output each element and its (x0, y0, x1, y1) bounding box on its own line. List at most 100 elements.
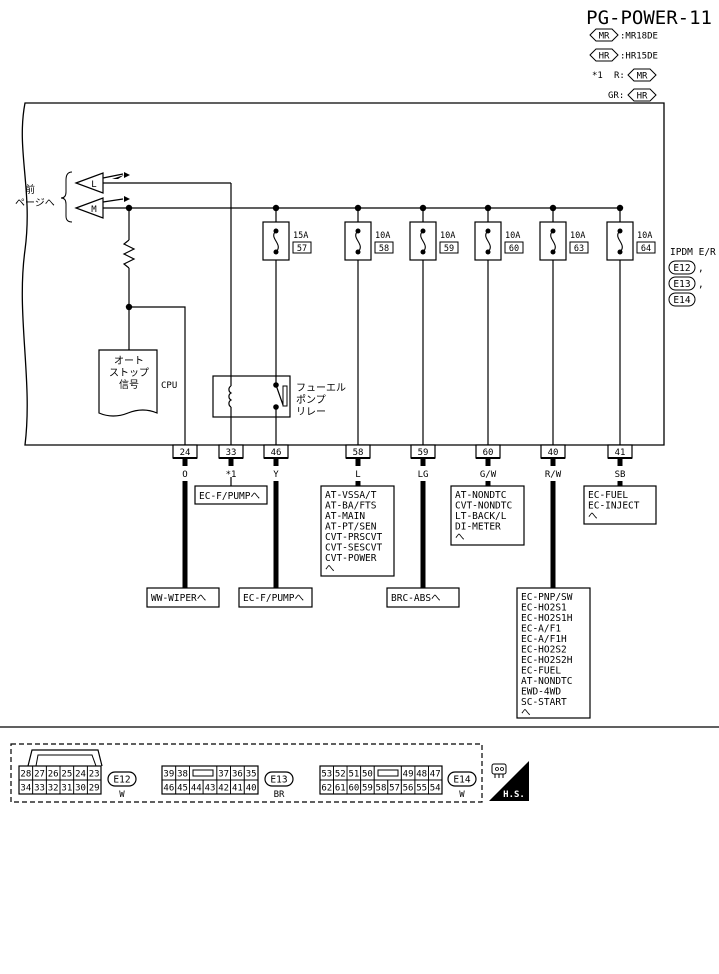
auto-stop-line-1: オート (114, 355, 144, 367)
cavity-33: 33 (34, 784, 45, 794)
e13-name: E13 (270, 775, 287, 786)
auto-stop-box (98, 349, 158, 417)
wire-color-59: LG (418, 470, 429, 480)
cavity-61: 61 (335, 784, 346, 794)
list-rw-item-1: EC-HO2S1 (521, 603, 567, 614)
legend-star1-code: R: (614, 71, 625, 81)
feed-m-triangle (74, 197, 104, 219)
cavity-60: 60 (348, 784, 359, 794)
fuse-num-64: 64 (641, 244, 651, 254)
list-rw-item-2: EC-HO2S1H (521, 613, 573, 624)
cavity-39: 39 (163, 770, 174, 780)
cavity-52: 52 (335, 770, 346, 780)
pin-num-41: 41 (615, 448, 626, 458)
pin-24: 24O (172, 444, 198, 588)
e12-color: W (119, 790, 125, 800)
list-rw-item-3: EC-A/F1 (521, 624, 561, 635)
ref-list-l: AT-VSSA/TAT-BA/FTSAT-MAINAT-PT/SENCVT-PR… (325, 490, 382, 575)
fuse-num-60: 60 (509, 244, 519, 254)
list-rw-item-10: SC-START (521, 697, 567, 708)
badge-e12: E12 (673, 263, 690, 274)
legend-mr: MR :MR18DE (589, 28, 658, 42)
legend-hr: HR :HR15DE (589, 48, 658, 62)
legend-gr-tag: HR (637, 92, 648, 102)
ref-ecfpump-bottom-box (238, 587, 313, 608)
relay-line-2: ポンプ (296, 394, 326, 406)
auto-stop-line-3: 信号 (119, 379, 139, 391)
legend-gr-code: GR: (608, 91, 624, 101)
e13-color: BR (274, 790, 285, 800)
cavity-50: 50 (362, 770, 373, 780)
feed-l-arrow (112, 175, 124, 179)
relay-coil (228, 385, 233, 408)
cavity-27: 27 (34, 770, 45, 780)
cavity-31: 31 (61, 784, 72, 794)
resistor (122, 239, 136, 269)
wire-color-58: L (355, 470, 360, 480)
module-name: IPDM E/R (670, 247, 716, 258)
wire-color-33: *1 (226, 470, 237, 480)
page-title: PG-POWER-11 (586, 7, 712, 29)
prev-page-line-1: 前 (25, 183, 35, 196)
cavity-38: 38 (177, 770, 188, 780)
list-sb-item-1: EC-INJECT (588, 501, 640, 512)
cavity-55: 55 (416, 784, 427, 794)
wire-color-60: G/W (480, 470, 497, 480)
pin-num-58: 58 (353, 448, 364, 458)
ref-list-sb-box (583, 485, 657, 525)
list-sb-item-0: EC-FUEL (588, 490, 628, 501)
legend-star1-prefix: *1 (592, 71, 603, 81)
cavity-23: 23 (89, 770, 100, 780)
feed-m-label: M (91, 205, 97, 215)
pin-num-59: 59 (418, 448, 429, 458)
connector-faces-frame (10, 743, 483, 803)
wire-color-40: R/W (545, 470, 562, 480)
legend-mr-text: :MR18DE (620, 32, 658, 42)
pin-num-40: 40 (548, 448, 559, 458)
cavity-41: 41 (232, 784, 243, 794)
list-rw-item-7: EC-FUEL (521, 666, 561, 677)
cavity-56: 56 (403, 784, 414, 794)
cavity-48: 48 (416, 770, 427, 780)
legend-mr-tag: MR (599, 32, 610, 42)
list-rw-item-5: EC-HO2S2 (521, 645, 567, 656)
cavity-46: 46 (163, 784, 174, 794)
pin-num-33: 33 (226, 448, 237, 458)
fuel-pump-relay (212, 375, 291, 418)
feed-l-label: L (91, 180, 96, 190)
feed-l-triangle (74, 172, 104, 194)
ref-brcabs-box (386, 587, 460, 608)
pin-33: 33 *1 (218, 444, 244, 480)
cavity-34: 34 (20, 784, 31, 794)
list-l-item-6: CVT-POWER (325, 553, 377, 564)
fuse-amp-63: 10A (570, 231, 585, 241)
pin-num-46: 46 (271, 448, 282, 458)
badge-e14: E14 (673, 295, 690, 306)
cavity-57: 57 (389, 784, 400, 794)
cavity-44: 44 (191, 784, 202, 794)
pin-40: 40R/W (540, 444, 566, 588)
ref-wwwiper-box (146, 587, 220, 608)
ref-list-rw-box (516, 587, 591, 719)
cavity-25: 25 (61, 770, 72, 780)
cavity-24: 24 (75, 770, 86, 780)
pin-num-24: 24 (180, 448, 191, 458)
list-l-item-3: AT-PT/SEN (325, 522, 377, 533)
list-gw-item-2: LT-BACK/L (455, 511, 507, 522)
cavity-62: 62 (321, 784, 332, 794)
cavity-29: 29 (89, 784, 100, 794)
fuse-num-59: 59 (444, 244, 454, 254)
list-rw-item-4: EC-A/F1H (521, 634, 567, 645)
badge-sep-2: , (698, 279, 704, 290)
cavity-28: 28 (20, 770, 31, 780)
prev-page-line-2: ページへ (15, 198, 55, 209)
cavity-26: 26 (48, 770, 59, 780)
cavity-51: 51 (348, 770, 359, 780)
wire-color-41: SB (615, 470, 626, 480)
